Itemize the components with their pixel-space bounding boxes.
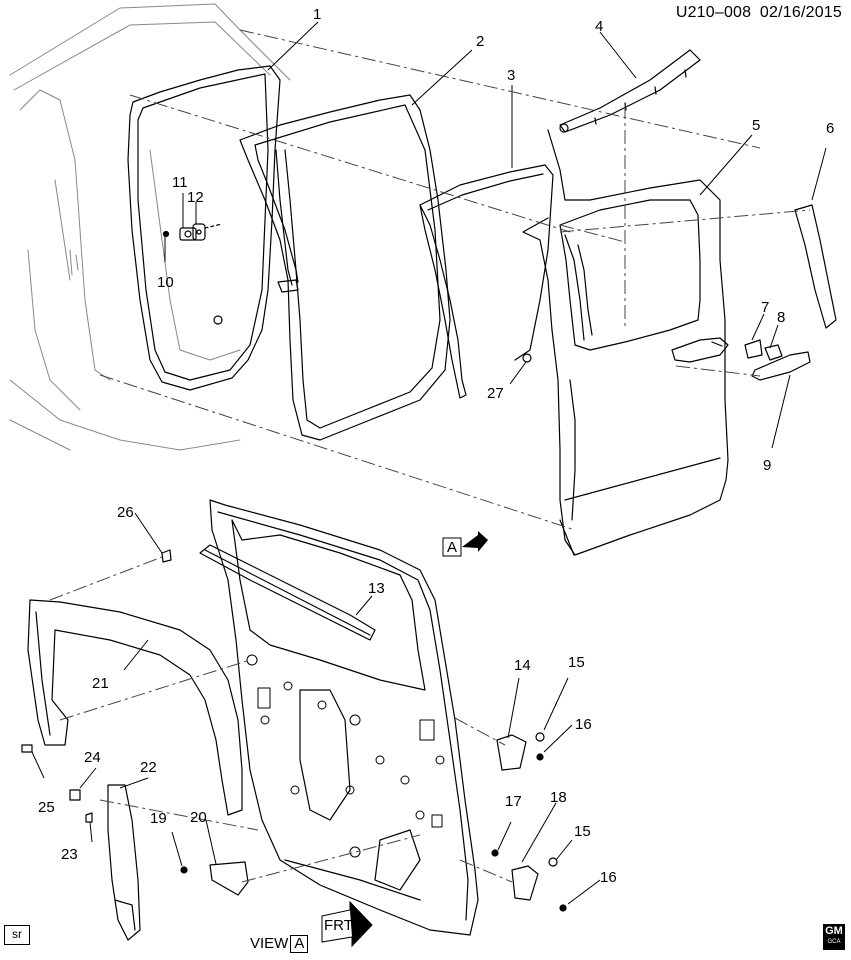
part-4-reveal-molding [559, 49, 701, 133]
callout-14: 14 [514, 657, 531, 674]
callout-17: 17 [505, 793, 522, 810]
diagram-code: U210–008 [675, 4, 752, 21]
callout-27: 27 [487, 385, 504, 402]
callout-10: 10 [157, 274, 174, 291]
door-inner-panel [209, 499, 479, 936]
callout-5: 5 [752, 117, 760, 134]
view-a-arrow[interactable]: A [442, 531, 488, 557]
view-label-text: VIEW [250, 935, 289, 952]
callout-20: 20 [190, 809, 207, 826]
front-direction-arrow: FRT [321, 900, 373, 948]
callout-11: 11 [172, 174, 188, 191]
part-2-door-weatherstrip [239, 94, 451, 441]
callout-22: 22 [140, 759, 157, 776]
callout-19: 19 [150, 810, 167, 827]
part-21-frame-molding [27, 599, 243, 816]
callout-12: 12 [187, 189, 204, 206]
frt-label: FRT [324, 917, 353, 934]
callout-3: 3 [507, 67, 515, 84]
callout-6: 6 [826, 120, 834, 137]
callout-15a: 15 [568, 654, 585, 671]
gm-logo-text: GM [825, 925, 843, 937]
part-3-door-window-seal [419, 164, 554, 399]
callout-25: 25 [38, 799, 55, 816]
callout-16a: 16 [575, 716, 592, 733]
callout-8: 8 [777, 309, 785, 326]
part-22-rear-channel [107, 784, 141, 941]
callout-4: 4 [595, 18, 603, 35]
part-7-8-9-outside-handle [671, 337, 811, 381]
callout-1: 1 [313, 6, 321, 23]
callout-13: 13 [368, 580, 385, 597]
part-10-11-12-striker-assembly [162, 223, 223, 325]
callout-26: 26 [117, 504, 134, 521]
sr-tag: sr [4, 925, 30, 945]
view-a-arrow-label: A [447, 539, 457, 556]
gm-logo: GM GCA [823, 924, 845, 950]
gm-logo-subtext: GCA [827, 939, 841, 945]
callout-15b: 15 [574, 823, 591, 840]
callout-labels: 1 2 3 4 5 6 7 8 9 10 11 12 13 14 15 16 1… [38, 6, 834, 886]
callout-9: 9 [763, 457, 771, 474]
callout-7: 7 [761, 299, 769, 316]
body-side-panel [9, 3, 291, 451]
part-1-weatherstrip-body-side [127, 65, 281, 391]
callout-24: 24 [84, 749, 101, 766]
callout-21: 21 [92, 675, 109, 692]
diagram-header: U210–008 02/16/2015 [672, 4, 842, 22]
part-6-pillar-applique [794, 204, 837, 329]
leader-lines [31, 21, 827, 905]
diagram-date: 02/16/2015 [759, 4, 842, 21]
callout-2: 2 [476, 33, 484, 50]
part-13-window-channel [199, 544, 376, 641]
fasteners [21, 549, 567, 912]
callout-16b: 16 [600, 869, 617, 886]
part-5-door-outer-panel [522, 129, 729, 556]
callout-18: 18 [550, 789, 567, 806]
view-label-ref: A [290, 935, 309, 953]
callout-23: 23 [61, 846, 78, 863]
